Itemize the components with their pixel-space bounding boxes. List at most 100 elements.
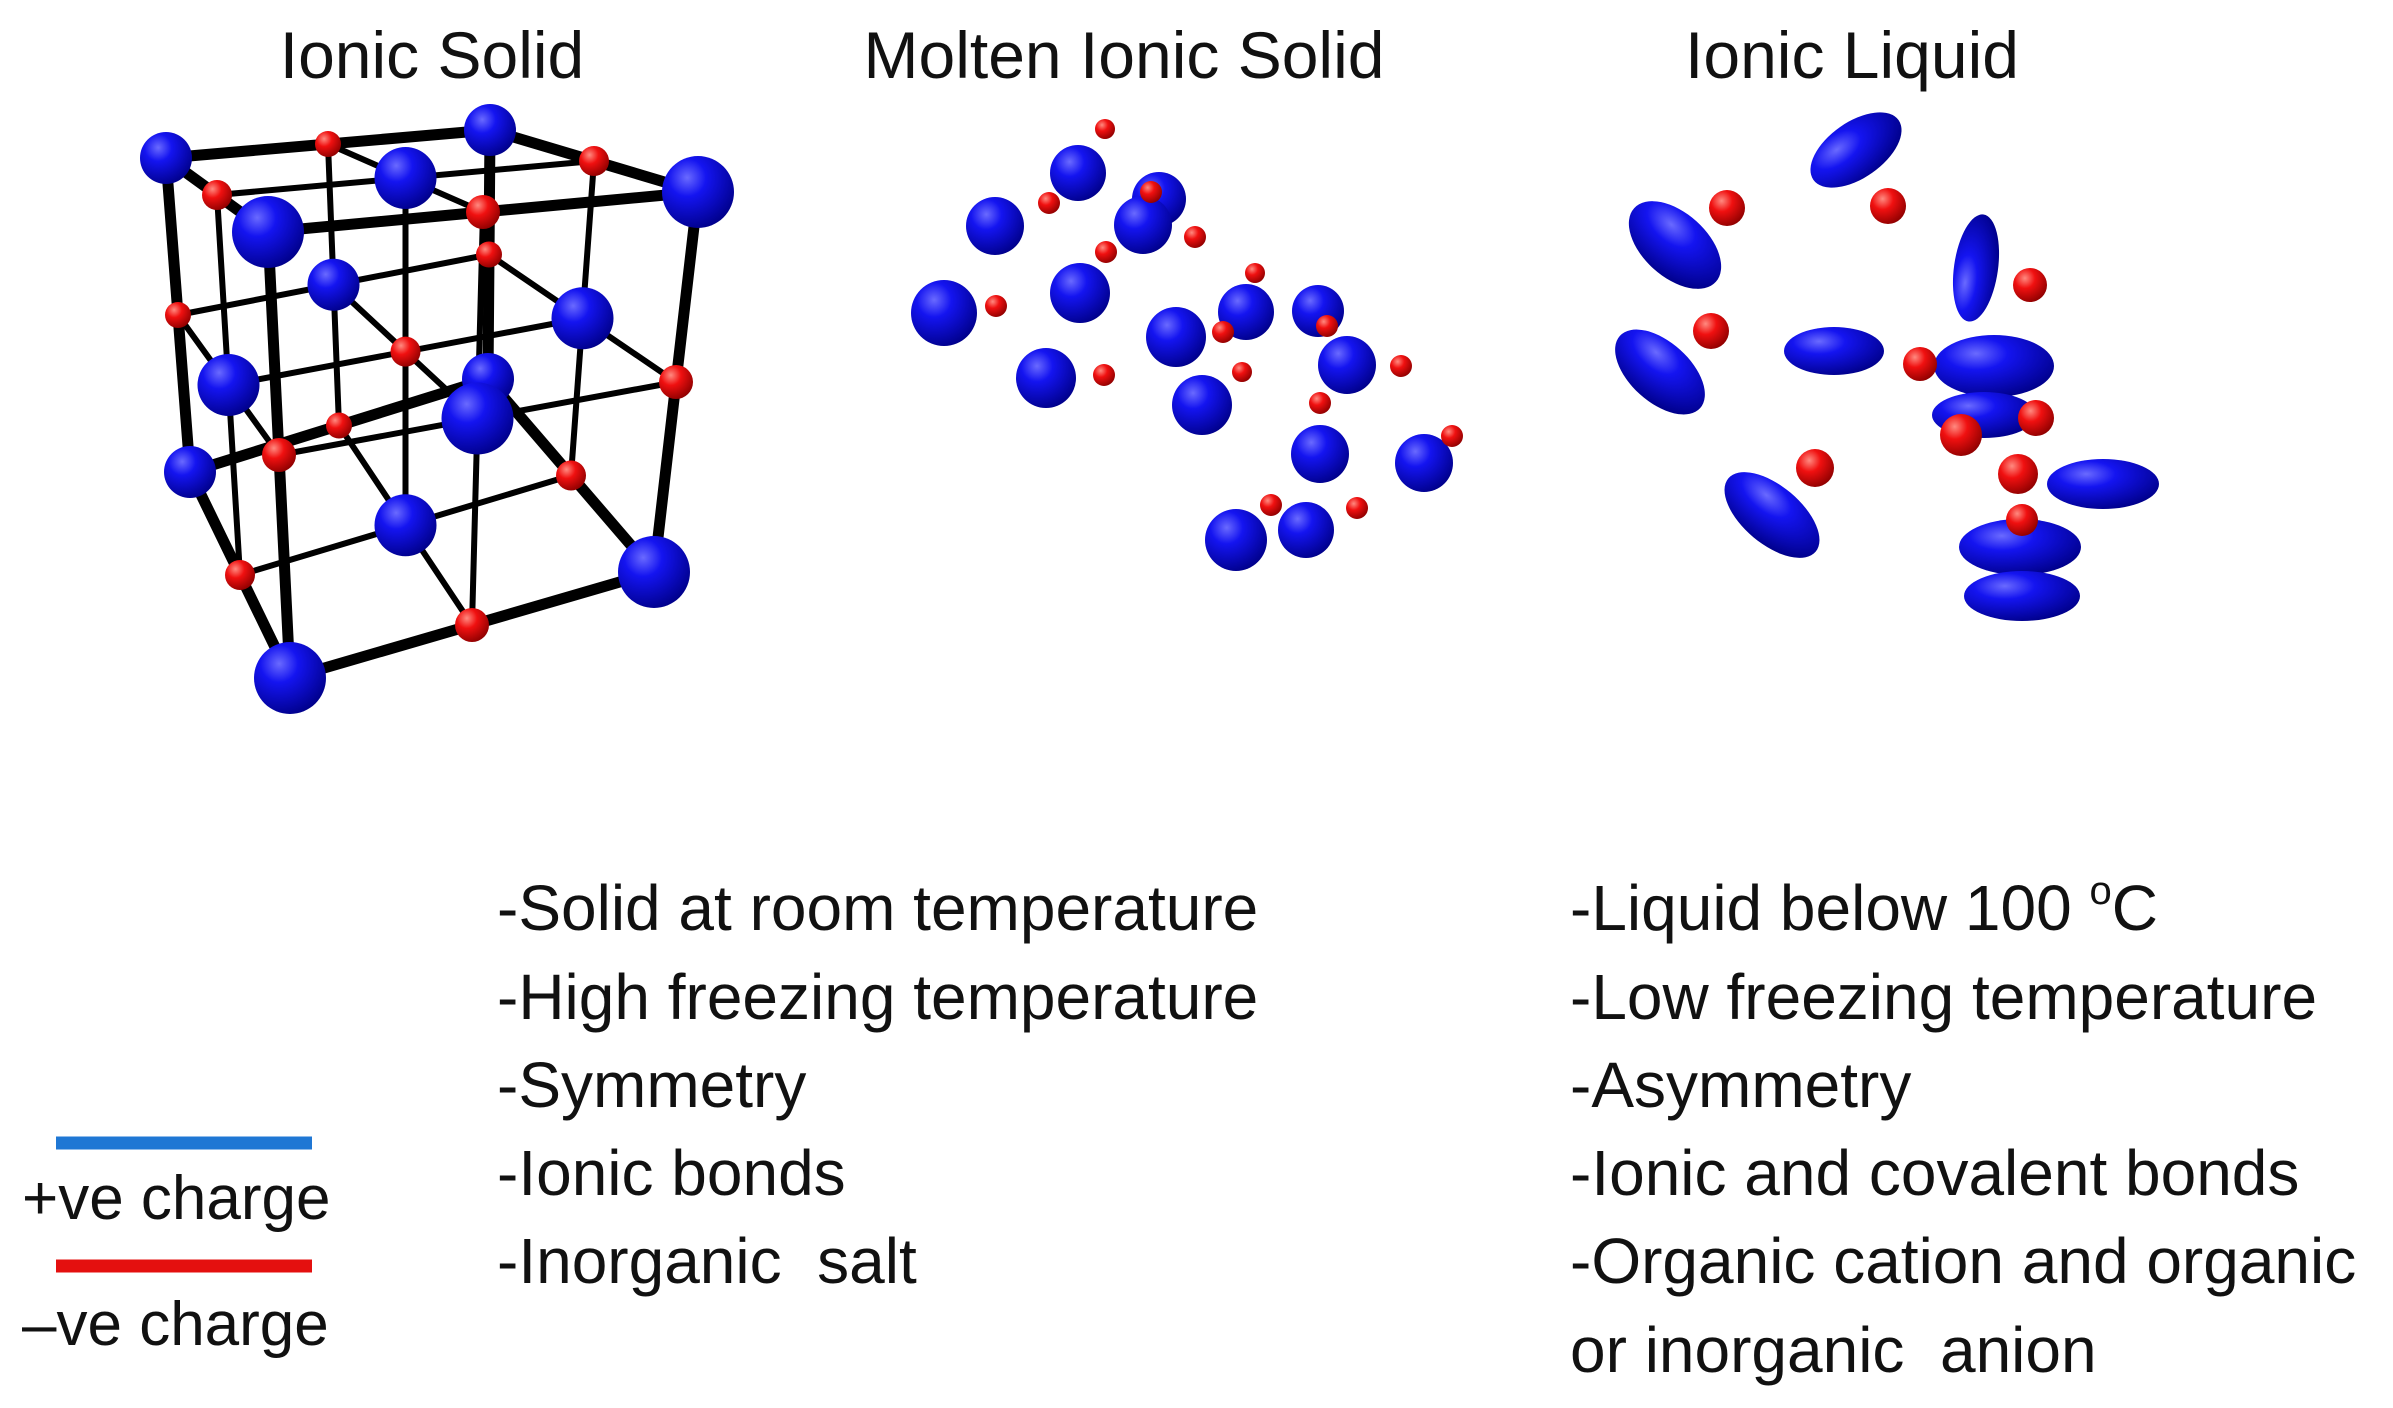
molten-anion [1316, 315, 1338, 337]
liquid-cation [1724, 472, 1820, 558]
molten-anion [1346, 497, 1368, 519]
lattice-anion [466, 195, 500, 229]
liquid-anion [2006, 504, 2038, 536]
liquid-cation [1784, 327, 1884, 375]
molten-anion [985, 295, 1007, 317]
lattice-anion [390, 336, 421, 367]
molten-cation [1395, 434, 1453, 492]
molten-anion [1093, 364, 1115, 386]
lattice-cation [374, 147, 437, 209]
liquid-property-1-text: -Liquid below 100 [1570, 872, 2089, 944]
title-molten-ionic-solid: Molten Ionic Solid [864, 18, 1385, 92]
molten-anion [1095, 119, 1115, 139]
molten-cation [1172, 375, 1232, 435]
ionic-liquid-ions [1615, 112, 2159, 621]
liquid-anion [1903, 347, 1937, 381]
liquid-anion [1709, 190, 1745, 226]
liquid-anion [2018, 400, 2054, 436]
liquid-cation [1952, 214, 2000, 322]
molten-property-4: -Ionic bonds [497, 1137, 846, 1209]
molten-ionic-solid-ions [911, 119, 1463, 571]
lattice-anion [326, 412, 352, 439]
title-ionic-liquid: Ionic Liquid [1685, 18, 2019, 92]
title-ionic-solid: Ionic Solid [280, 18, 585, 92]
liquid-property-4: -Ionic and covalent bonds [1570, 1137, 2299, 1209]
liquid-cation [1959, 519, 2081, 575]
negative-charge-label: –ve charge [22, 1290, 329, 1359]
liquid-cation [1934, 335, 2054, 397]
liquid-property-3: -Asymmetry [1570, 1049, 1911, 1121]
liquid-cation [1810, 112, 1902, 188]
molten-cation [1318, 336, 1376, 394]
lattice-ions [140, 104, 734, 714]
ionic-solid-lattice [140, 104, 734, 714]
lattice-anion [659, 365, 693, 399]
liquid-property-1: -Liquid below 100 oC [1570, 869, 2158, 944]
ionic-liquid-properties: -Liquid below 100 oC -Low freezing tempe… [1570, 869, 2356, 1386]
positive-charge-label: +ve charge [22, 1164, 331, 1233]
liquid-cation [1615, 329, 1705, 415]
lattice-anion [455, 608, 489, 642]
lattice-anion [556, 460, 586, 491]
molten-anion [1441, 425, 1463, 447]
lattice-cation [551, 287, 614, 350]
liquid-anion [1693, 313, 1729, 349]
liquid-cation [2047, 459, 2159, 509]
molten-property-1: -Solid at room temperature [497, 872, 1258, 944]
molten-cation [1016, 348, 1076, 408]
degree-symbol: o [2089, 869, 2111, 913]
lattice-cation [140, 132, 192, 184]
molten-property-5: -Inorganic salt [497, 1225, 917, 1297]
liquid-property-2: -Low freezing temperature [1570, 961, 2317, 1033]
molten-cation [1050, 263, 1110, 323]
molten-cation [1278, 502, 1334, 558]
lattice-cation [232, 196, 304, 268]
lattice-cation [164, 446, 216, 498]
lattice-cation [254, 642, 326, 714]
lattice-cation [197, 354, 260, 416]
charge-legend: +ve charge –ve charge [22, 1136, 331, 1359]
celsius-unit: C [2112, 872, 2158, 944]
lattice-anion [165, 302, 191, 328]
molten-solid-properties: -Solid at room temperature -High freezin… [497, 872, 1258, 1297]
liquid-property-6: or inorganic anion [1570, 1314, 2097, 1386]
molten-anion [1095, 241, 1117, 263]
molten-anion [1309, 392, 1331, 414]
molten-cation [1291, 425, 1349, 483]
liquid-anion [2013, 268, 2047, 302]
liquid-anion [1940, 414, 1982, 456]
molten-anion [1184, 226, 1206, 248]
molten-anion [1232, 362, 1252, 382]
lattice-cation [618, 536, 690, 608]
liquid-property-5: -Organic cation and organic [1570, 1225, 2356, 1297]
lattice-cation [374, 494, 437, 557]
molten-cation [966, 197, 1024, 255]
molten-anion [1038, 192, 1060, 214]
lattice-anion [202, 180, 232, 210]
lattice-anion [225, 560, 255, 590]
molten-anion [1212, 321, 1234, 343]
molten-anion [1260, 494, 1282, 516]
molten-anion [1245, 263, 1265, 283]
lattice-anion [579, 146, 609, 176]
molten-property-3: -Symmetry [497, 1049, 806, 1121]
liquid-anion [1870, 188, 1906, 224]
lattice-cation [441, 382, 514, 455]
molten-cation [911, 280, 977, 346]
liquid-anion [1998, 454, 2038, 494]
molten-cation [1146, 307, 1206, 367]
lattice-anion [315, 131, 341, 157]
liquid-cation [1964, 571, 2080, 621]
lattice-cation [464, 104, 516, 156]
liquid-anion [1796, 449, 1834, 487]
lattice-cation [307, 258, 360, 311]
molten-anion [1140, 181, 1162, 203]
lattice-cation [662, 156, 734, 228]
molten-cation [1114, 196, 1172, 254]
liquid-cation [1628, 201, 1722, 289]
molten-anion [1390, 355, 1412, 377]
molten-cation [1050, 145, 1106, 201]
molten-property-2: -High freezing temperature [497, 961, 1258, 1033]
lattice-anion [262, 438, 296, 472]
